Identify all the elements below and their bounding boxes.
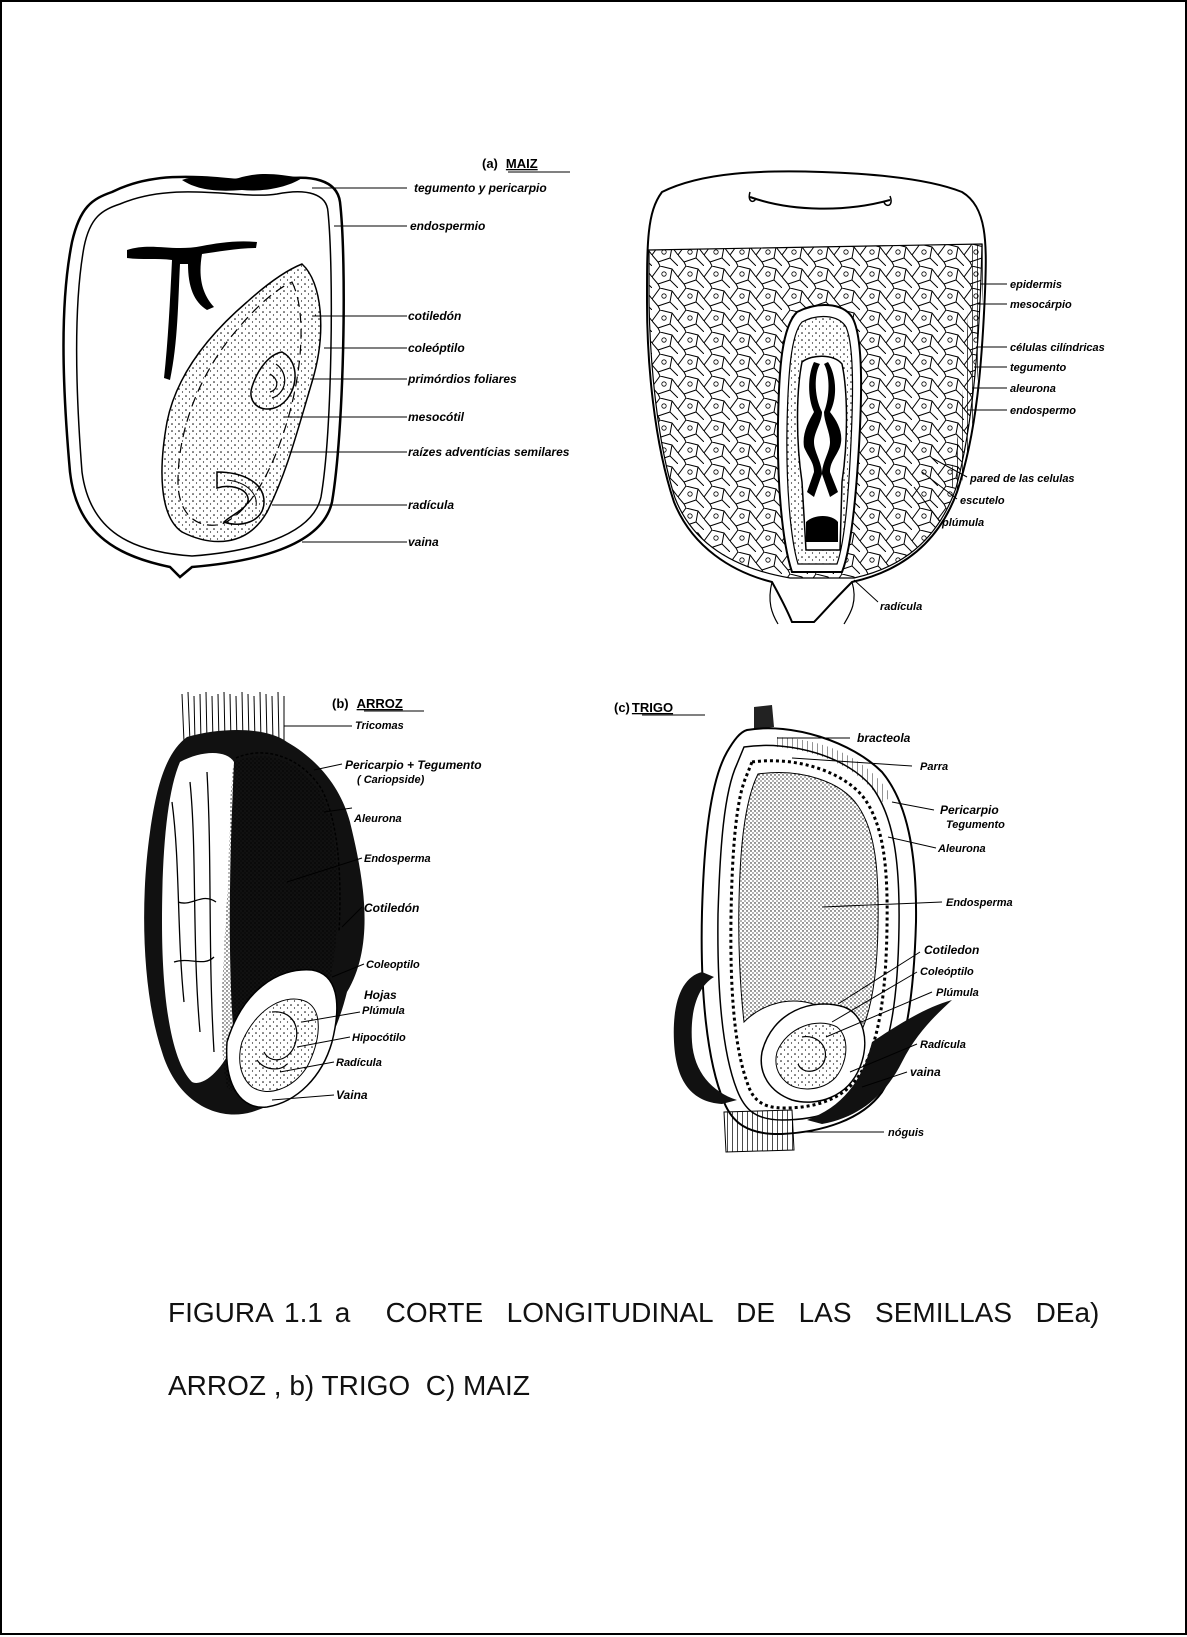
maiz-label-celulas-cilindricas: células cilíndricas [1010, 342, 1105, 354]
arroz-title-prefix: (b) [332, 696, 349, 711]
trigo-drawing [674, 705, 952, 1152]
trigo-label-tegumento: Tegumento [946, 819, 1005, 831]
arroz-label-hipocotilo: Hipocótilo [352, 1032, 406, 1044]
trigo-label-cotiledon: Cotiledon [924, 943, 979, 957]
svg-text:(a)MAIZ: (a) MAIZ [482, 156, 538, 171]
trigo-label-vaina: vaina [910, 1065, 941, 1079]
maiz-left-labels: tegumento y pericarpio endospermio cotil… [407, 181, 570, 549]
maiz-label-vaina: vaina [408, 535, 439, 549]
arroz-label-vaina: Vaina [336, 1088, 368, 1102]
maiz-label-endospermio: endospermio [410, 219, 485, 233]
maiz-label-tegumento: tegumento [1010, 362, 1067, 374]
maiz-label-plumula: plúmula [941, 517, 984, 529]
trigo-title: TRIGO [632, 700, 673, 715]
maiz-label-epidermis: epidermis [1010, 279, 1062, 291]
arroz-label-plumula: Plúmula [362, 1005, 405, 1017]
maiz-label-aleurona: aleurona [1010, 383, 1056, 395]
maiz-label-mesocarpio: mesocárpio [1010, 299, 1072, 311]
trigo-label-parra: Parra [920, 761, 948, 773]
arroz-label-hojas: Hojas [364, 988, 397, 1002]
trigo-title-prefix: (c) [614, 700, 630, 715]
arroz-label-endosperma: Endosperma [364, 853, 431, 865]
svg-text:(b)ARROZ: (b) ARROZ [332, 696, 403, 711]
arroz-label-cariopside: ( Cariopside) [357, 774, 425, 786]
maiz-right-section-drawing [647, 171, 986, 624]
trigo-label-coleoptilo: Coleóptilo [920, 966, 974, 978]
trigo-label-endosperma: Endosperma [946, 897, 1013, 909]
maiz-label-coleoptilo: coleóptilo [408, 341, 465, 355]
maiz-label-escutelo: escutelo [960, 495, 1005, 507]
maiz-label-endospermo: endospermo [1010, 405, 1076, 417]
svg-text:(c)TRIGO: (c)TRIGO [614, 700, 673, 715]
arroz-label-coleoptilo: Coleoptilo [366, 959, 420, 971]
maiz-title-prefix: (a) [482, 156, 498, 171]
maiz-label-cotiledon: cotiledón [408, 309, 461, 323]
maiz-label-tegumento-pericarpio: tegumento y pericarpio [414, 181, 547, 195]
trigo-label-pericarpio: Pericarpio [940, 803, 999, 817]
figure-caption-line-1: FIGURA 1.1 a CORTE LONGITUDINAL DE LAS S… [168, 1297, 1099, 1329]
maiz-label-pared-celulas: pared de las celulas [969, 473, 1075, 485]
trigo-label-plumula: Plúmula [936, 987, 979, 999]
maiz-label-raizes-adventicias: raízes adventícias semilares [408, 445, 570, 459]
arroz-drawing [144, 692, 364, 1115]
figure-caption-line-2: ARROZ , b) TRIGO C) MAIZ [168, 1370, 530, 1402]
arroz-title: ARROZ [357, 696, 403, 711]
trigo-label-aleurona: Aleurona [937, 843, 986, 855]
maiz-title: MAIZ [506, 156, 538, 171]
arroz-label-pericarpio-tegumento: Pericarpio + Tegumento [345, 758, 482, 772]
maiz-left-kernel-drawing [64, 174, 344, 577]
trigo-label-noguis: nóguis [888, 1127, 924, 1139]
arroz-label-radicula: Radícula [336, 1057, 382, 1069]
maiz-label-mesocotil: mesocótil [408, 410, 465, 424]
arroz-label-aleurona: Aleurona [353, 813, 402, 825]
trigo-label-radicula: Radícula [920, 1039, 966, 1051]
maiz-label-radicula: radícula [408, 498, 454, 512]
arroz-label-tricomas: Tricomas [355, 720, 404, 732]
arroz-label-cotiledon: Cotiledón [364, 901, 419, 915]
maiz-label-primordios-foliares: primórdios foliares [407, 372, 517, 386]
trigo-label-bracteola: bracteola [857, 731, 911, 745]
maiz-label-radicula-right: radícula [880, 601, 922, 613]
